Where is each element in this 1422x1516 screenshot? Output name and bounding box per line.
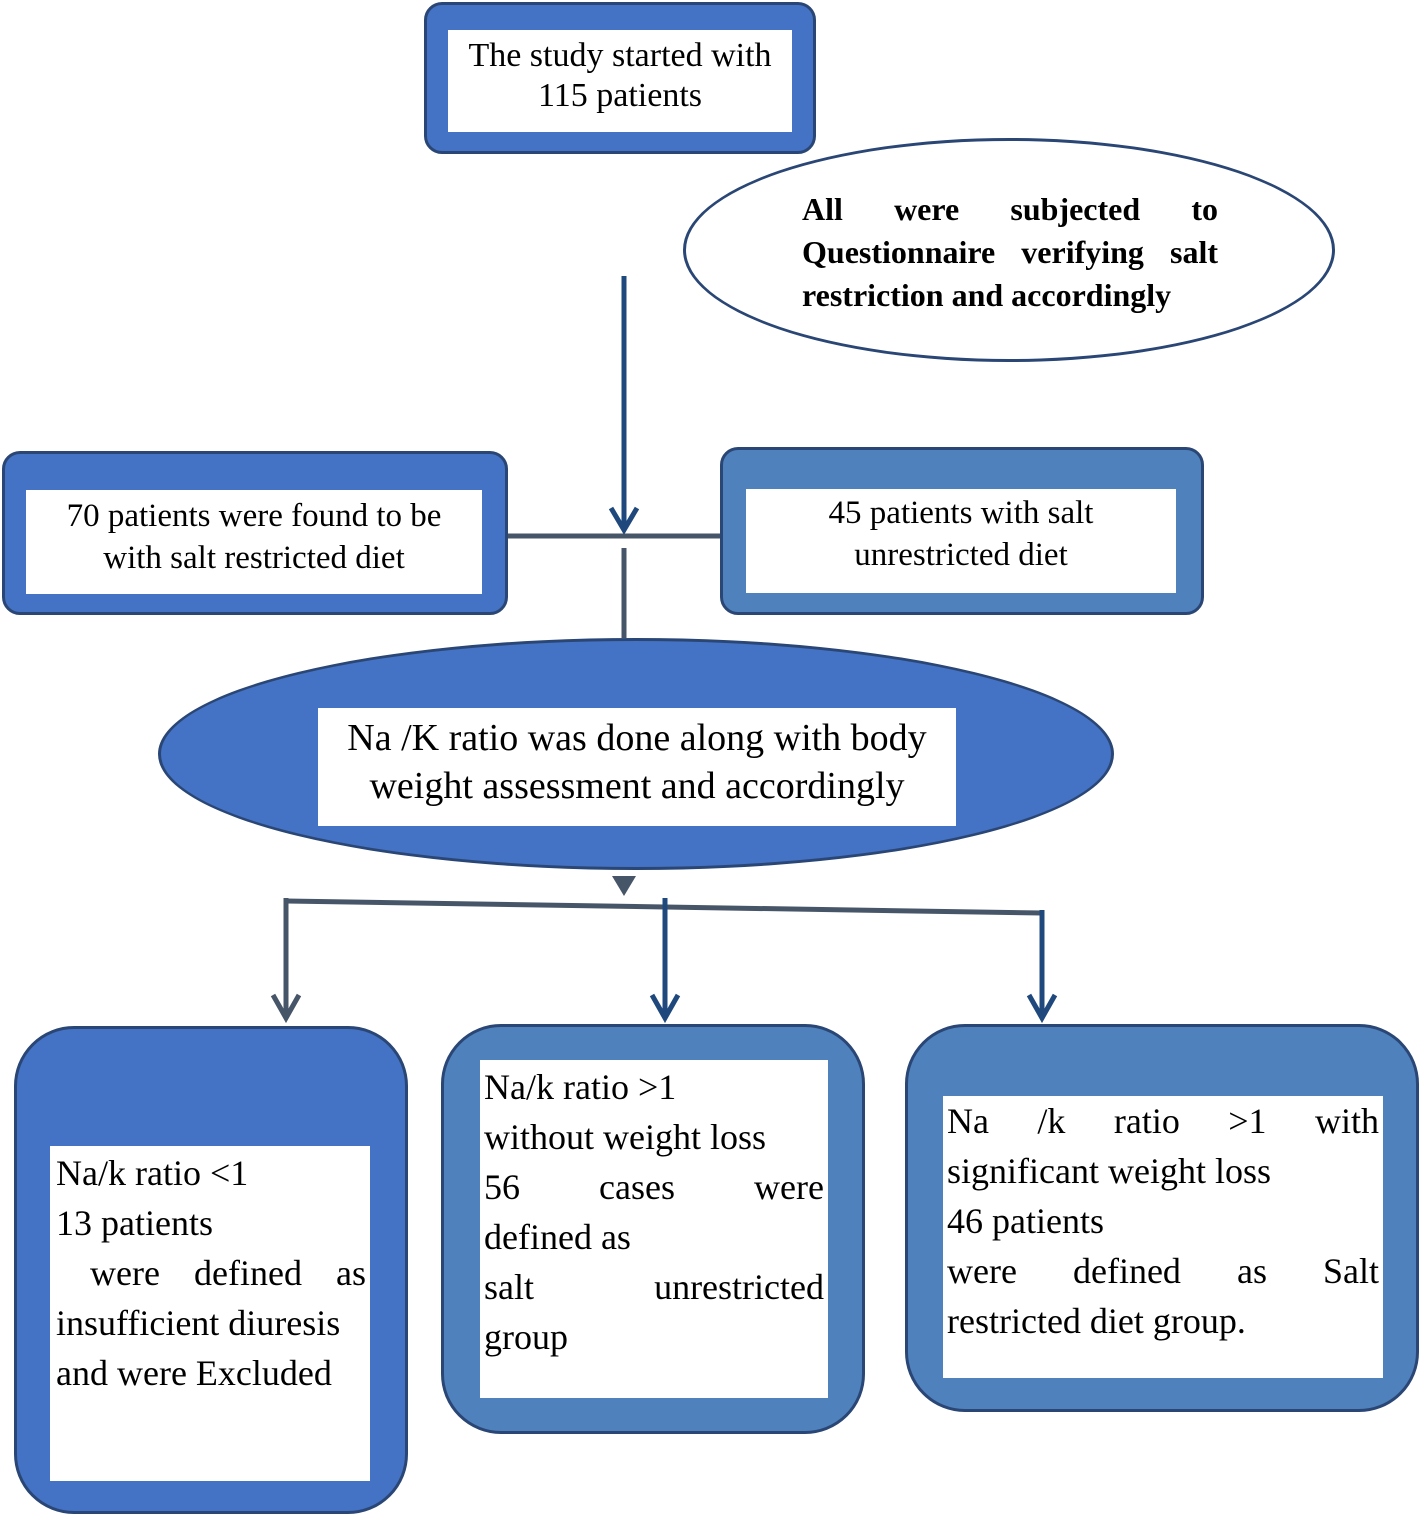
outcome-right-line-3: 46 patients (947, 1201, 1104, 1241)
restricted-box-inner: 70 patients were found to be with salt r… (26, 490, 482, 594)
outcome-right-inner: Na /k ratio >1 with significant weight l… (943, 1096, 1383, 1378)
outcome-right-line-5: restricted diet group. (947, 1301, 1246, 1341)
outcome-left-line-4: insufficient diuresis (56, 1303, 341, 1343)
questionnaire-line-3: restriction and accordingly (802, 277, 1172, 313)
outcome-right-line-2: significant weight loss (947, 1151, 1271, 1191)
questionnaire-text: All were subjected to Questionnaire veri… (802, 188, 1218, 317)
start-box-inner: The study started with 115 patients (448, 30, 792, 132)
outcome-left-line-5: and were Excluded (56, 1353, 332, 1393)
outcome-middle-text: Na/k ratio >1 without weight loss 56 cas… (480, 1060, 828, 1362)
outcome-right-line-4: were defined as Salt (947, 1251, 1379, 1291)
outcome-middle-line-4: defined as (484, 1217, 631, 1257)
arrowhead-start-to-split (608, 506, 640, 535)
arrowhead-left (270, 993, 302, 1024)
outcome-middle-inner: Na/k ratio >1 without weight loss 56 cas… (480, 1060, 828, 1398)
arrowhead-right (1026, 993, 1058, 1024)
unrestricted-box-inner: 45 patients with salt unrestricted diet (746, 489, 1176, 593)
outcome-left-line-2: 13 patients (56, 1203, 213, 1243)
outcome-middle-line-2: without weight loss (484, 1117, 767, 1157)
questionnaire-line-1: All were subjected to (802, 191, 1218, 227)
outcome-middle-line-6: group (484, 1317, 568, 1357)
outcome-right-line-1: Na /k ratio >1 with (947, 1101, 1379, 1141)
outcome-right-text: Na /k ratio >1 with significant weight l… (943, 1096, 1383, 1346)
arrowhead-middle (649, 993, 681, 1024)
start-box-line-2: 115 patients (538, 77, 702, 114)
outcome-left-text: Na/k ratio <1 13 patients were defined a… (50, 1146, 370, 1398)
restricted-box-text: 70 patients were found to be with salt r… (26, 490, 482, 579)
unrestricted-box-line-2: unrestricted diet (854, 537, 1068, 573)
unrestricted-box-text: 45 patients with salt unrestricted diet (746, 489, 1176, 576)
restricted-box-line-1: 70 patients were found to be (66, 498, 442, 534)
restricted-box-line-2: with salt restricted diet (103, 540, 405, 576)
outcome-middle-line-5: salt unrestricted (484, 1267, 824, 1307)
outcome-middle-line-3: 56 cases were (484, 1167, 824, 1207)
arrowhead-assessment (612, 876, 636, 896)
questionnaire-line-2: Questionnaire verifying salt (802, 234, 1218, 270)
start-box-line-1: The study started with (468, 37, 772, 74)
questionnaire-ellipse (683, 138, 1335, 362)
outcome-middle-line-1: Na/k ratio >1 (484, 1067, 677, 1107)
outcome-left-inner: Na/k ratio <1 13 patients were defined a… (50, 1146, 370, 1481)
outcome-left-line-3: were defined as (56, 1253, 366, 1293)
nak-assessment-text: Na /K ratio was done along with body wei… (318, 708, 956, 810)
nak-assessment-line-1: Na /K ratio was done along with body (347, 717, 927, 759)
nak-assessment-line-2: weight assessment and accordingly (369, 765, 905, 807)
start-box-text: The study started with 115 patients (448, 30, 792, 116)
outcome-left-line-1: Na/k ratio <1 (56, 1153, 249, 1193)
branch-line (285, 898, 1043, 916)
nak-assessment-inner: Na /K ratio was done along with body wei… (318, 708, 956, 826)
unrestricted-box-line-1: 45 patients with salt (828, 495, 1094, 531)
